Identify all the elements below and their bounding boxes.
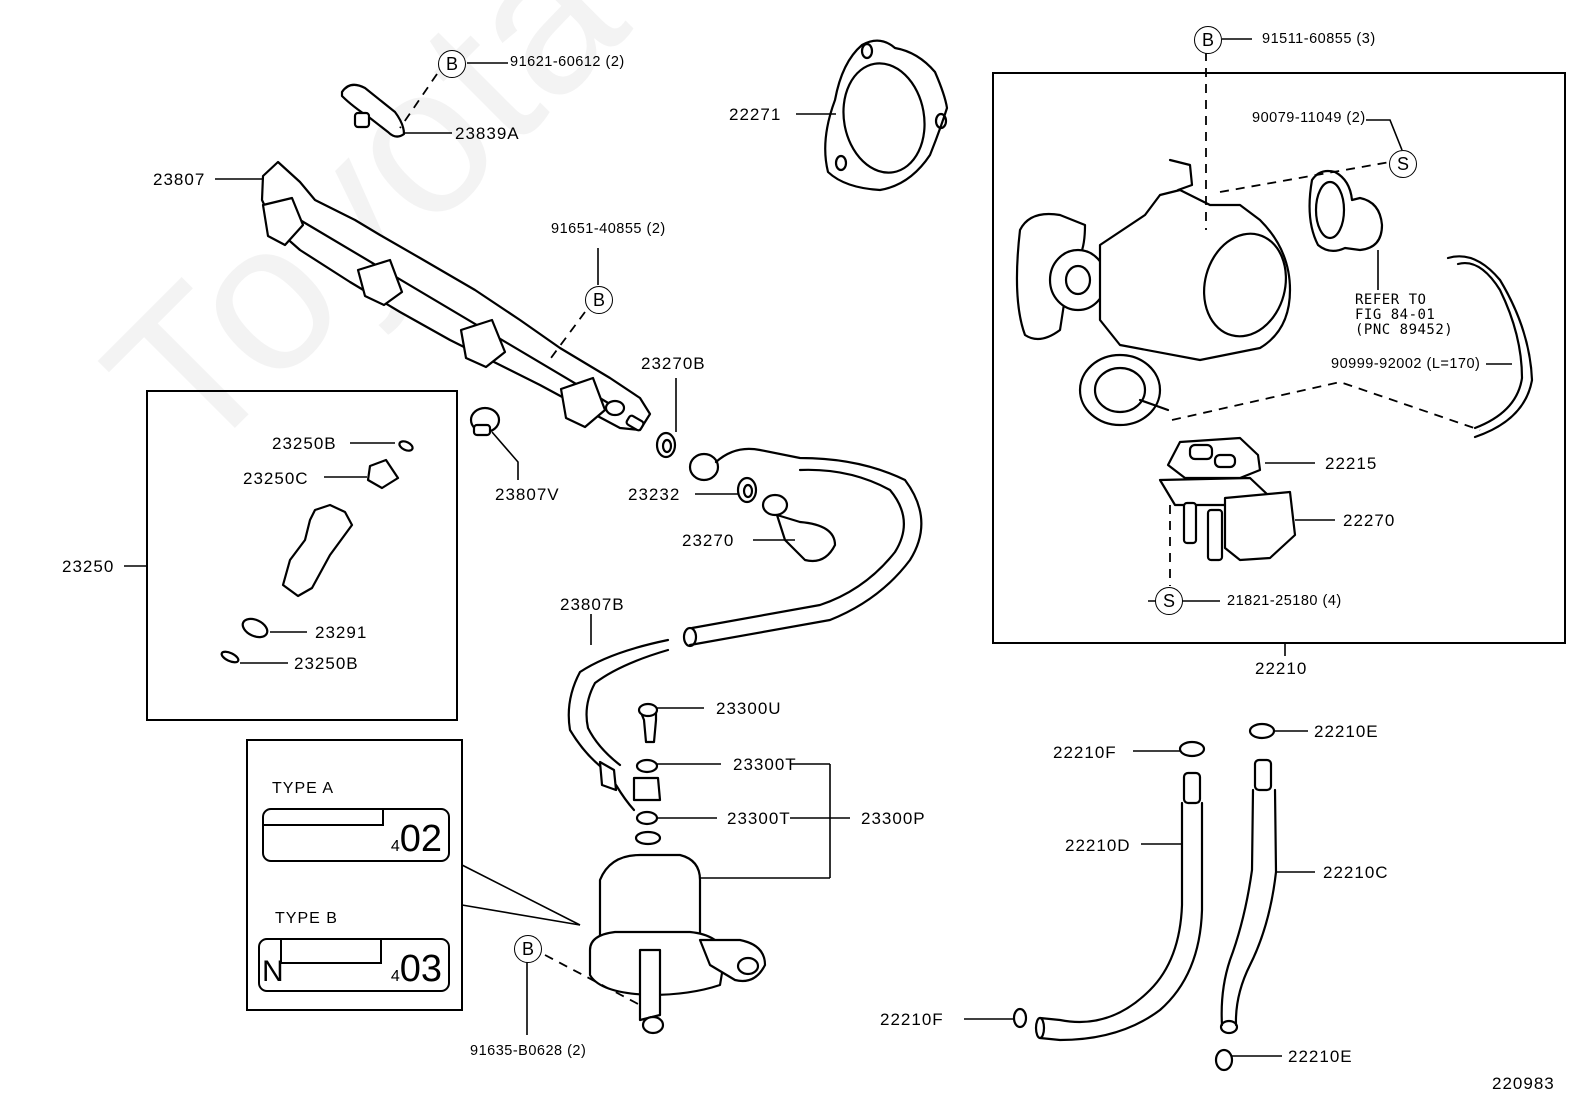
callout-21821-25180: 21821-25180 (4): [1227, 593, 1342, 609]
fuel-hose-23807B: [567, 447, 923, 812]
damper-23807V: [469, 406, 501, 437]
callout-22215: 22215: [1325, 454, 1378, 473]
callout-23300U: 23300U: [716, 699, 782, 718]
callout-22210E-top: 22210E: [1314, 722, 1379, 741]
throttle-sensor: [1308, 169, 1384, 252]
callout-23232: 23232: [628, 485, 681, 504]
callout-23807B: 23807B: [560, 595, 625, 614]
callout-23300T-bottom: 23300T: [727, 809, 791, 828]
type-a-code: 402: [390, 818, 442, 860]
callout-23250B-top: 23250B: [272, 434, 337, 453]
bolt-symbol: B: [585, 286, 613, 314]
callout-90079-11049: 90079-11049 (2): [1252, 110, 1366, 126]
fuel-rail-23807: [260, 160, 652, 432]
fuel-filter-23300P: [588, 702, 767, 1035]
callout-22210F-bottom: 22210F: [880, 1010, 944, 1029]
injector-group-box: [146, 390, 458, 721]
injector-type-box: [246, 739, 463, 1011]
fuel-injector-23250: [220, 440, 414, 664]
hose-clamps: [1012, 722, 1276, 1072]
screw-symbol: S: [1155, 587, 1183, 615]
gasket-23270B: [655, 431, 677, 459]
refer-note: REFER TO FIG 84-01 (PNC 89452): [1355, 292, 1454, 338]
callout-22210E-bottom: 22210E: [1288, 1047, 1353, 1066]
type-b-code: 403: [390, 948, 442, 990]
type-b-label: TYPE B: [275, 910, 338, 927]
type-b-marking: N 403: [258, 938, 450, 992]
callout-23300T-top: 23300T: [733, 755, 797, 774]
water-hose-22210D: [1034, 771, 1204, 1042]
callout-91621-60612: 91621-60612 (2): [510, 54, 625, 70]
bolt-symbol: B: [514, 935, 542, 963]
callout-23250B-bottom: 23250B: [294, 654, 359, 673]
callout-23300P: 23300P: [861, 809, 926, 828]
callout-23839A: 23839A: [455, 124, 520, 143]
callout-23270: 23270: [682, 531, 735, 550]
figure-number: 220983: [1492, 1074, 1555, 1093]
callout-22210D: 22210D: [1065, 836, 1131, 855]
callout-91511-60855: 91511-60855 (3): [1262, 31, 1376, 47]
pulsation-damper-23270: [761, 493, 837, 563]
callout-91651-40855: 91651-40855 (2): [551, 221, 666, 237]
callout-22210F-top: 22210F: [1053, 743, 1117, 762]
callout-23807: 23807: [153, 170, 206, 189]
callout-23807V: 23807V: [495, 485, 560, 504]
bolt-symbol: B: [1194, 26, 1222, 54]
bracket-23839A: [340, 83, 406, 138]
type-a-label: TYPE A: [272, 780, 335, 797]
callout-90999-92002: 90999-92002 (L=170): [1331, 356, 1481, 372]
idle-speed-control-valve-22270: [1158, 436, 1297, 562]
screw-symbol: S: [1389, 150, 1417, 178]
callout-23250: 23250: [62, 557, 115, 576]
throttle-body-22210: [1015, 158, 1292, 427]
gasket-22271: [824, 39, 949, 192]
callout-23291: 23291: [315, 623, 368, 642]
type-b-prefix: N: [262, 955, 284, 988]
type-a-bar: [264, 824, 382, 827]
throttle-body-group-box: [992, 72, 1566, 644]
type-a-marking: 402: [262, 808, 450, 862]
callout-23250C: 23250C: [243, 469, 309, 488]
water-hose-22210C: [1219, 758, 1278, 1035]
callout-22210C: 22210C: [1323, 863, 1389, 882]
callout-91635-B0628: 91635-B0628 (2): [470, 1043, 587, 1059]
callout-22271: 22271: [729, 105, 782, 124]
gasket-23232: [736, 476, 758, 504]
bolt-symbol: B: [438, 50, 466, 78]
air-hose-90999: [1446, 255, 1534, 439]
callout-23270B: 23270B: [641, 354, 706, 373]
callout-22210: 22210: [1255, 659, 1308, 678]
callout-22270: 22270: [1343, 511, 1396, 530]
